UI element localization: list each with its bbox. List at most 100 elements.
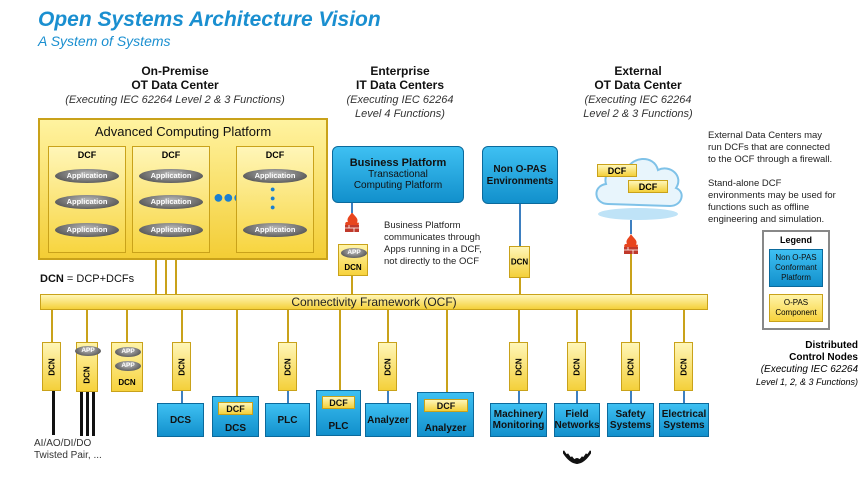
distributed-control-nodes-label: Distributed Control Nodes (Executing IEC… bbox=[755, 340, 858, 387]
connector-line bbox=[181, 310, 183, 342]
advanced-computing-platform: Advanced Computing Platform DCF Applicat… bbox=[38, 118, 328, 260]
page-title: Open Systems Architecture Vision bbox=[38, 8, 381, 31]
io-wire bbox=[86, 392, 89, 436]
connector-line bbox=[576, 391, 578, 403]
dcs-box-dcf: DCF DCS bbox=[212, 396, 259, 437]
cloud-dcf: DCF bbox=[628, 180, 668, 193]
application-chip: Application bbox=[139, 223, 203, 237]
analyzer-dcn: DCN bbox=[378, 342, 397, 391]
firewall-icon bbox=[343, 212, 361, 232]
io-wire bbox=[80, 392, 83, 436]
app-chip: APP bbox=[341, 248, 367, 258]
dcf-chip: DCF bbox=[322, 396, 355, 409]
safety-dcn: DCN bbox=[621, 342, 640, 391]
dcs-box: DCS bbox=[157, 403, 204, 437]
connector-line bbox=[287, 310, 289, 342]
connector-line bbox=[351, 276, 353, 294]
cloud-dcf: DCF bbox=[597, 164, 637, 177]
connector-line bbox=[630, 391, 632, 403]
application-chip: Application bbox=[55, 223, 119, 237]
connector-line bbox=[518, 391, 520, 403]
connector-line bbox=[155, 260, 157, 294]
page-subtitle: A System of Systems bbox=[38, 33, 171, 49]
application-chip: Application bbox=[243, 169, 307, 183]
field-dcn-apps: APP APP DCN bbox=[111, 342, 143, 392]
connector-line bbox=[181, 391, 183, 403]
connector-line bbox=[287, 391, 289, 403]
dcs-dcn: DCN bbox=[172, 342, 191, 391]
acp-dcf-3: DCF Application ●●● Application bbox=[236, 146, 314, 253]
connector-line bbox=[351, 203, 353, 213]
machinery-dcn: DCN bbox=[509, 342, 528, 391]
application-chip: Application bbox=[55, 169, 119, 183]
ellipsis-dots-icon: ●●● bbox=[213, 187, 244, 207]
connector-line bbox=[236, 310, 238, 396]
field-dcn: DCN bbox=[42, 342, 61, 391]
app-chip: APP bbox=[75, 346, 101, 356]
wireless-icon bbox=[561, 442, 593, 468]
acp-dcf-2: DCF Application Application Application bbox=[132, 146, 210, 253]
dcf-label: DCF bbox=[161, 150, 181, 160]
dcf-label: DCF bbox=[265, 150, 285, 160]
connector-line bbox=[576, 310, 578, 342]
connector-line bbox=[518, 310, 520, 342]
connector-line bbox=[86, 310, 88, 342]
electrical-dcn: DCN bbox=[674, 342, 693, 391]
io-wire bbox=[92, 392, 95, 436]
connector-line bbox=[339, 310, 341, 390]
field-dcn-app: APP DCN bbox=[75, 342, 101, 392]
plc-dcn: DCN bbox=[278, 342, 297, 391]
app-chip: APP bbox=[115, 347, 141, 357]
connector-line bbox=[387, 391, 389, 403]
vertical-dots-icon: ●●● bbox=[270, 184, 276, 212]
io-wire bbox=[52, 391, 55, 435]
connector-line bbox=[446, 310, 448, 392]
connector-line bbox=[683, 391, 685, 403]
onprem-subtitle: (Executing IEC 62264 Level 2 & 3 Functio… bbox=[65, 94, 285, 106]
app-chip: APP bbox=[115, 361, 141, 371]
analyzer-box: Analyzer bbox=[365, 403, 411, 437]
nonopas-dcn: DCN bbox=[509, 246, 530, 278]
external-cloud bbox=[590, 134, 686, 224]
plc-box-dcf: DCF PLC bbox=[316, 390, 361, 436]
application-chip: Application bbox=[243, 223, 307, 237]
connector-line bbox=[630, 254, 632, 294]
application-chip: Application bbox=[139, 169, 203, 183]
application-chip: Application bbox=[55, 195, 119, 209]
business-dcn: APP DCN bbox=[338, 244, 368, 276]
connectivity-framework-bar: Connectivity Framework (OCF) bbox=[40, 294, 708, 310]
connector-line bbox=[630, 310, 632, 342]
dcf-chip: DCF bbox=[424, 399, 468, 412]
plc-box: PLC bbox=[265, 403, 310, 437]
application-chip: Application bbox=[139, 195, 203, 209]
dcf-label: DCF bbox=[77, 150, 97, 160]
field-networks-dcn: DCN bbox=[567, 342, 586, 391]
connector-line bbox=[175, 260, 177, 294]
dcf-chip: DCF bbox=[218, 402, 253, 415]
connector-line bbox=[683, 310, 685, 342]
connector-line bbox=[165, 260, 167, 294]
analyzer-box-dcf: DCF Analyzer bbox=[417, 392, 474, 437]
acp-dcf-1: DCF Application Application Application bbox=[48, 146, 126, 253]
connector-line bbox=[387, 310, 389, 342]
dcn-definition: DCN = DCP+DCFs bbox=[40, 273, 135, 285]
connector-line bbox=[51, 310, 53, 342]
firewall-icon bbox=[622, 234, 640, 254]
connector-line bbox=[630, 220, 632, 234]
